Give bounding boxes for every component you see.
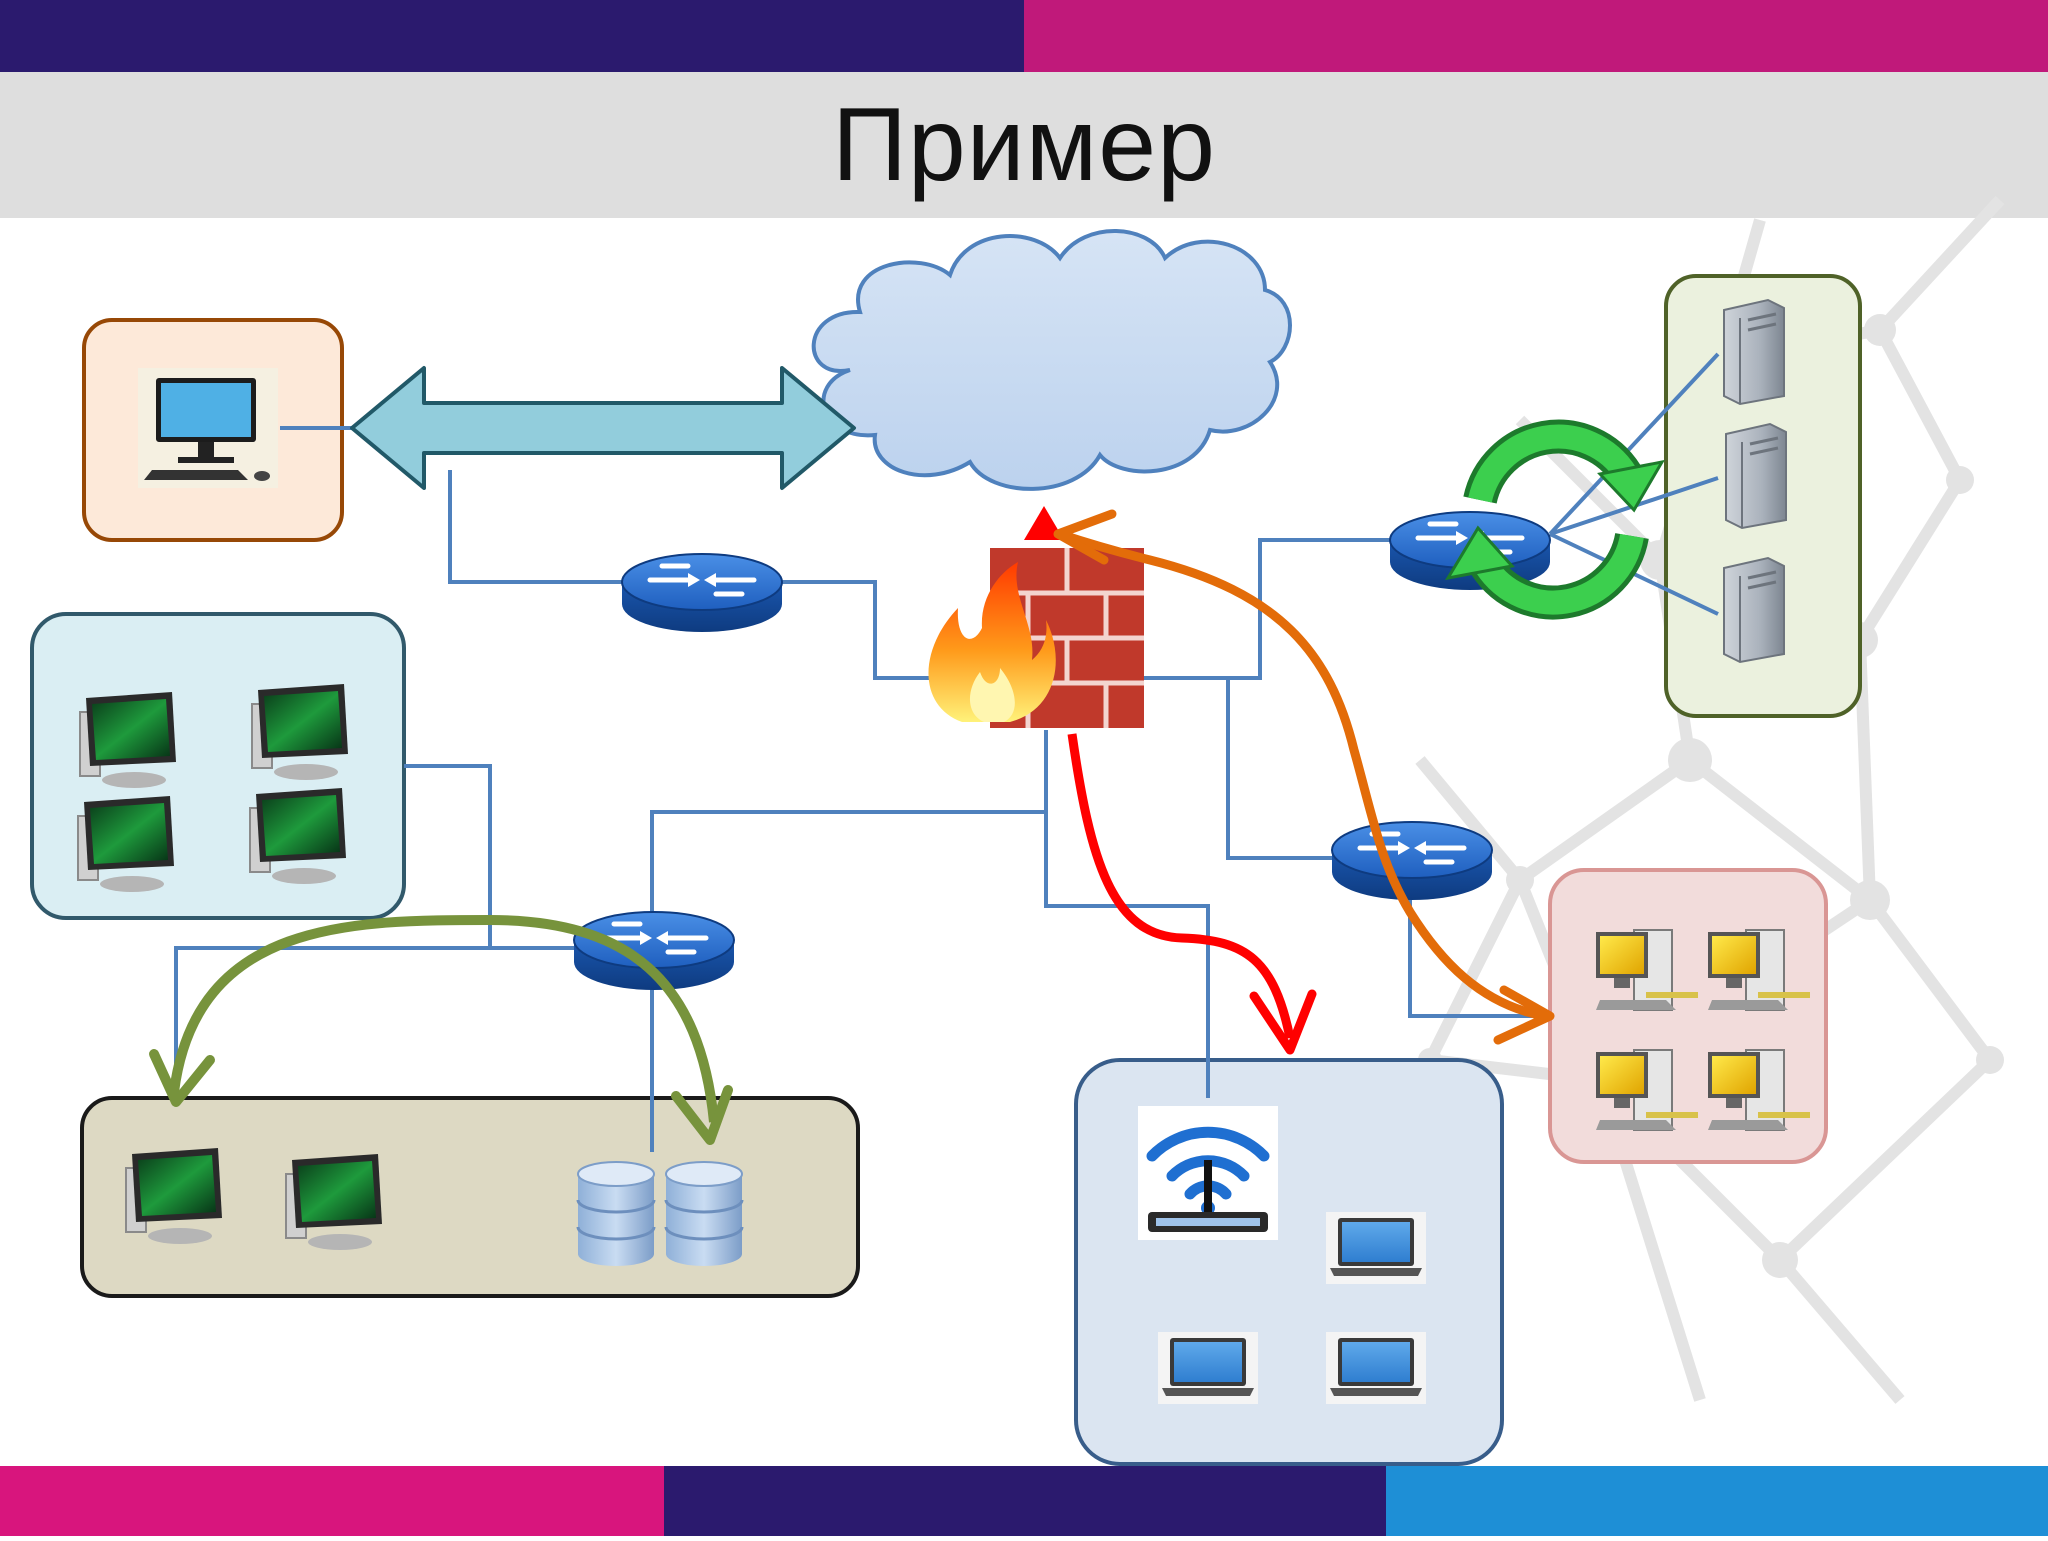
router-icon — [573, 911, 735, 990]
title-band — [0, 72, 2048, 218]
workstation-icon — [249, 788, 346, 884]
tower-server-icon — [1725, 422, 1787, 530]
database-icon — [576, 1161, 656, 1266]
page-title: Пример — [832, 86, 1216, 203]
firewall-icon — [928, 548, 1144, 728]
desktop-monitor-icon — [138, 368, 278, 488]
tower-server-icon — [1723, 556, 1785, 664]
yellow-workstation-icon — [1596, 929, 1698, 1011]
router-icon — [621, 553, 783, 632]
red-arrowhead-wireless — [1249, 989, 1317, 1055]
workstation-icon — [125, 1148, 222, 1244]
tower-server-icon — [1723, 298, 1785, 406]
bottom-bar-right — [1386, 1466, 2048, 1536]
laptop-icon — [1326, 1332, 1426, 1404]
workstation-icon — [79, 692, 176, 788]
orange-arrowhead-firewall — [1053, 509, 1117, 565]
green-arrow-office-storage — [169, 914, 719, 1123]
laptop-icon — [1326, 1212, 1426, 1284]
laptop-icon — [1158, 1332, 1258, 1404]
database-icon — [664, 1161, 744, 1266]
bottom-bar-left — [0, 1466, 664, 1536]
red-arrow-firewall-wireless — [1067, 733, 1295, 1039]
bottom-bar-mid — [664, 1466, 1386, 1536]
yellow-workstation-icon — [1596, 1049, 1698, 1131]
yellow-workstation-icon — [1708, 1049, 1810, 1131]
cycle-arrows-icon — [1463, 419, 1649, 620]
cycle-arrowhead — [1444, 525, 1515, 581]
green-arrowhead-storage — [671, 1085, 733, 1145]
top-bar-right — [1024, 0, 2048, 72]
orange-arrowhead-dmz — [1493, 985, 1555, 1045]
green-arrowhead-office — [149, 1049, 215, 1107]
orange-arrow-dmz-firewall — [1058, 529, 1545, 1021]
wifi-router-icon — [1138, 1106, 1278, 1240]
yellow-workstation-icon — [1708, 929, 1810, 1011]
router-icon — [1331, 821, 1493, 900]
red-arrowhead-internet — [1024, 506, 1064, 540]
double-arrow-remote-internet — [350, 366, 856, 490]
cloud-icon — [811, 229, 1292, 491]
workstation-icon — [77, 796, 174, 892]
workstation-icon — [285, 1154, 382, 1250]
storage-box — [80, 1096, 860, 1298]
workstation-icon — [251, 684, 348, 780]
cycle-arrowhead — [1597, 459, 1665, 513]
top-bar-left — [0, 0, 1024, 72]
